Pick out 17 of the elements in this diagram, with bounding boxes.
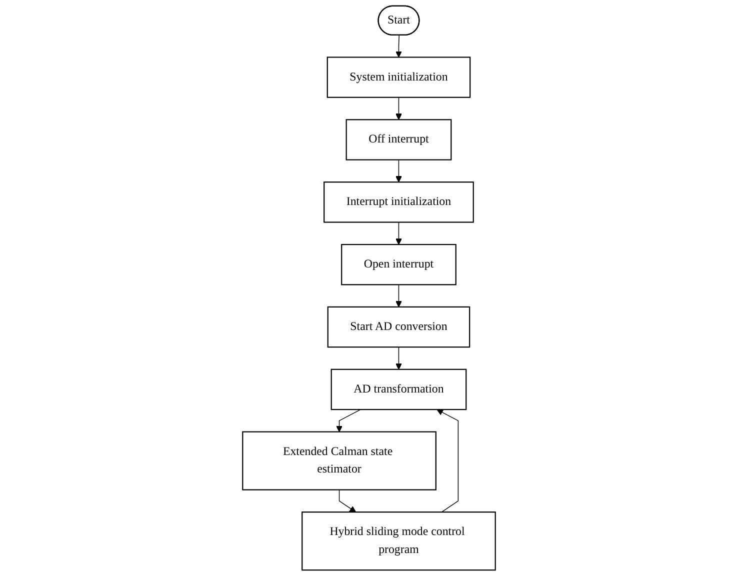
node-box: Hybrid sliding mode control program: [301, 512, 496, 571]
node-box: AD transformation: [330, 368, 466, 410]
arrow: [394, 97, 402, 120]
arrow: [336, 409, 360, 432]
arrow: [338, 489, 356, 512]
arrow: [394, 159, 402, 182]
node-box: Interrupt initialization: [323, 182, 474, 223]
node-box: Extended Calman state estimator: [242, 431, 436, 490]
node-box: System initialization: [326, 56, 470, 98]
arrow: [394, 222, 402, 245]
node-box: Open interrupt: [340, 244, 456, 286]
arrow: [394, 34, 402, 58]
node-box: Off interrupt: [345, 119, 452, 160]
arrow: [436, 409, 458, 512]
node-box: Start AD conversion: [326, 306, 470, 348]
arrow: [394, 284, 402, 308]
arrow: [394, 346, 402, 370]
